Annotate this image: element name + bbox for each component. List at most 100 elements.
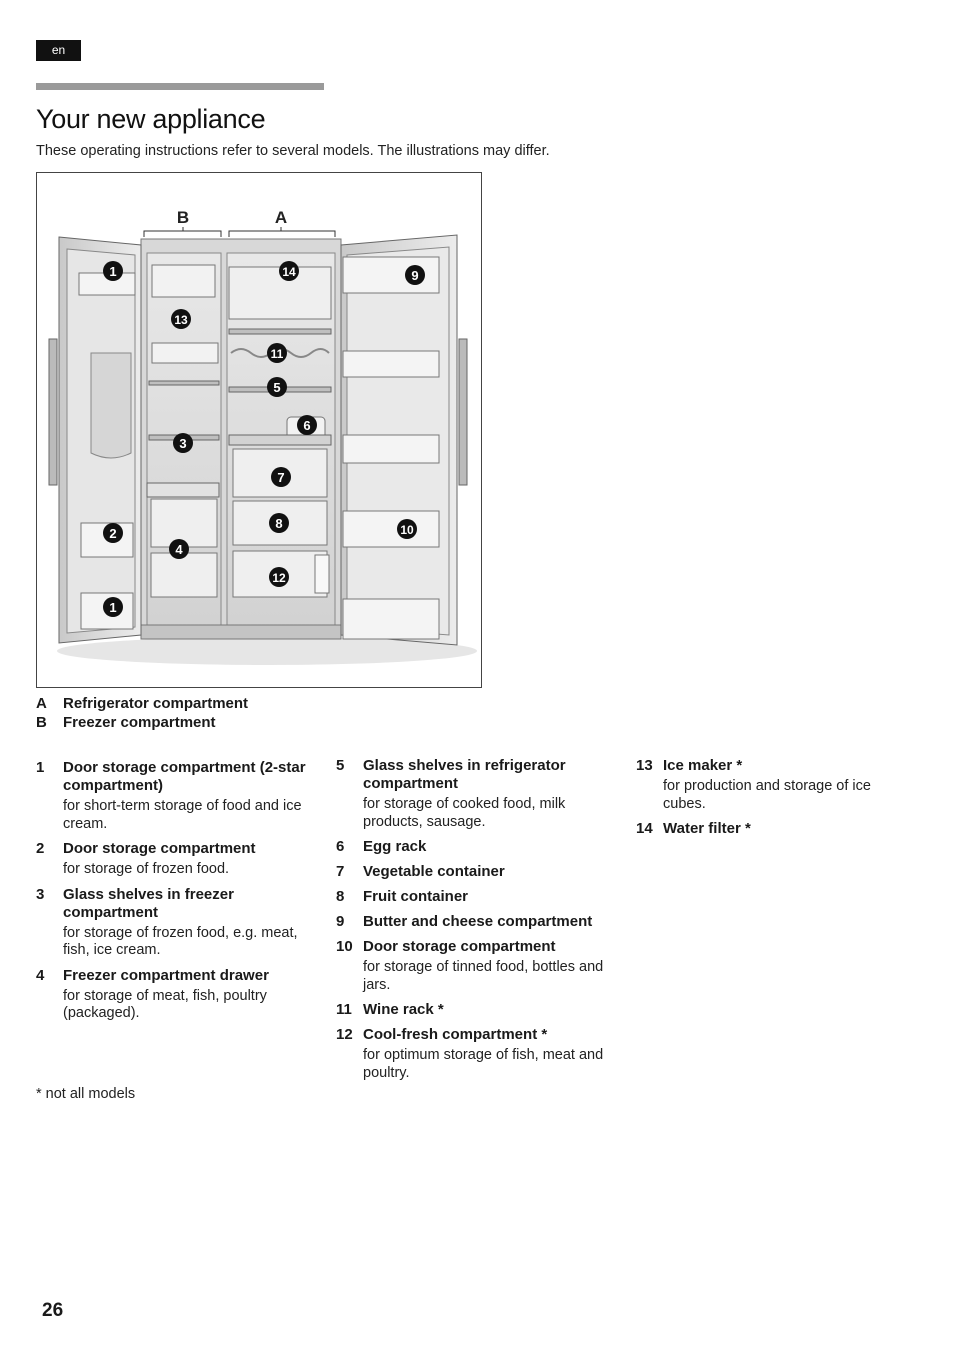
part-item: 8 Fruit container (336, 888, 616, 906)
svg-text:8: 8 (275, 516, 282, 531)
svg-text:12: 12 (272, 571, 286, 585)
part-title: Freezer compartment drawer (63, 966, 269, 984)
intro-text: These operating instructions refer to se… (36, 143, 550, 159)
part-number: 11 (336, 1001, 352, 1018)
part-number: 14 (636, 820, 653, 837)
callout-11: 11 (267, 343, 287, 363)
part-title: Water filter * (663, 820, 751, 837)
appliance-illustration: B A 1 14 9 13 11 5 6 3 7 2 8 10 4 (36, 172, 482, 688)
part-number: 1 (36, 759, 45, 776)
part-item: 14 Water filter * (636, 820, 906, 838)
part-item: 9 Butter and cheese compartment (336, 913, 616, 931)
part-title: Egg rack (363, 838, 427, 855)
bracket-b (143, 227, 222, 237)
part-description: for storage of tinned food, bottles and … (363, 959, 604, 993)
part-item: 12 Cool-fresh compartment * for optimum st… (336, 1026, 616, 1082)
svg-text:1: 1 (109, 264, 116, 279)
part-item: 11 Wine rack * (336, 1001, 616, 1019)
part-title: Fruit container (363, 888, 469, 905)
part-item: 6 Egg rack (336, 838, 616, 856)
part-title: Cool-fresh compartment * (363, 1026, 548, 1043)
part-title: Glass shelves in freezer compartment (63, 885, 234, 921)
svg-text:5: 5 (273, 380, 280, 395)
part-number: 2 (36, 840, 45, 857)
part-title: Vegetable container (363, 863, 505, 880)
parts-column-2: 5 Glass shelves in refrigerator compartme… (336, 757, 616, 1089)
part-item: 10 Door storage compartment for storage of… (336, 938, 616, 994)
part-description: for storage of cooked food, milk product… (363, 796, 566, 830)
part-description: for production and storage of ice cubes. (663, 778, 871, 812)
floor-shadow (57, 637, 477, 665)
callout-1-lower: 1 (103, 597, 123, 617)
part-number: 13 (636, 757, 653, 774)
part-number: 6 (336, 838, 345, 855)
page-number: 26 (42, 1300, 64, 1321)
header-rule (36, 83, 324, 90)
language-tab: en (36, 40, 81, 61)
part-item: 5 Glass shelves in refrigerator compartme… (336, 757, 616, 831)
left-door-handle (48, 338, 58, 486)
ice-maker (151, 264, 216, 298)
part-number: 8 (336, 888, 345, 905)
callout-14: 14 (279, 261, 299, 281)
part-title: Door storage compartment (2-star compart… (63, 759, 306, 794)
page-title: Your new appliance (36, 104, 266, 134)
svg-text:4: 4 (175, 542, 183, 557)
svg-text:14: 14 (282, 265, 296, 279)
svg-text:9: 9 (411, 268, 418, 283)
callout-6: 6 (297, 415, 317, 435)
callout-12: 12 (269, 567, 289, 587)
part-number: 5 (336, 757, 345, 774)
part-title: Butter and cheese compartment (363, 913, 593, 930)
part-number: 7 (336, 863, 345, 880)
freezer-drawer-lower (150, 552, 218, 598)
part-number: 3 (36, 885, 45, 903)
callout-7: 7 (271, 467, 291, 487)
bracket-a (228, 227, 336, 237)
footnote: * not all models (36, 1086, 136, 1102)
right-door-handle (458, 338, 468, 486)
part-description: for short-term storage of food and ice c… (63, 798, 302, 832)
svg-text:2: 2 (109, 526, 116, 541)
callout-1-upper: 1 (103, 261, 123, 281)
base-plinth (140, 624, 342, 640)
svg-text:1: 1 (109, 600, 116, 615)
part-description: for storage of frozen food. (63, 861, 230, 877)
label-b: B (177, 208, 189, 227)
part-title: Wine rack * (363, 1001, 444, 1018)
freezer-drawer-upper (150, 498, 218, 548)
part-title: Ice maker * (663, 757, 743, 774)
vegetable-container (232, 448, 328, 498)
part-number: 9 (336, 913, 345, 930)
svg-text:7: 7 (277, 470, 284, 485)
parts-column-1: 1 Door storage compartment (2-star compar… (36, 759, 316, 1030)
callout-3: 3 (173, 433, 193, 453)
callout-13: 13 (171, 309, 191, 329)
part-title: Door storage compartment (63, 840, 256, 857)
label-a: A (275, 208, 287, 227)
parts-column-3: 13 Ice maker * for production and storage … (636, 757, 906, 845)
callout-4: 4 (169, 539, 189, 559)
part-number: 10 (336, 938, 353, 955)
part-number: 4 (36, 966, 45, 984)
part-title: Door storage compartment (363, 938, 556, 955)
callout-10: 10 (397, 519, 417, 539)
part-number: 12 (336, 1026, 353, 1043)
part-description: for storage of frozen food, e.g. meat, f… (63, 924, 298, 959)
svg-text:13: 13 (174, 313, 188, 327)
callout-9: 9 (405, 265, 425, 285)
svg-text:10: 10 (400, 523, 414, 537)
svg-text:6: 6 (303, 418, 310, 433)
part-item: 7 Vegetable container (336, 863, 616, 881)
callout-5: 5 (267, 377, 287, 397)
part-description: for optimum storage of fish, meat and po… (363, 1047, 604, 1081)
part-title: Glass shelves in refrigerator compartmen… (363, 757, 566, 792)
dispenser-recess (90, 352, 132, 459)
callout-8: 8 (269, 513, 289, 533)
part-item: 2 Door storage compartment for storage of … (36, 840, 316, 879)
part-item: 13 Ice maker * for production and storage … (636, 757, 906, 813)
